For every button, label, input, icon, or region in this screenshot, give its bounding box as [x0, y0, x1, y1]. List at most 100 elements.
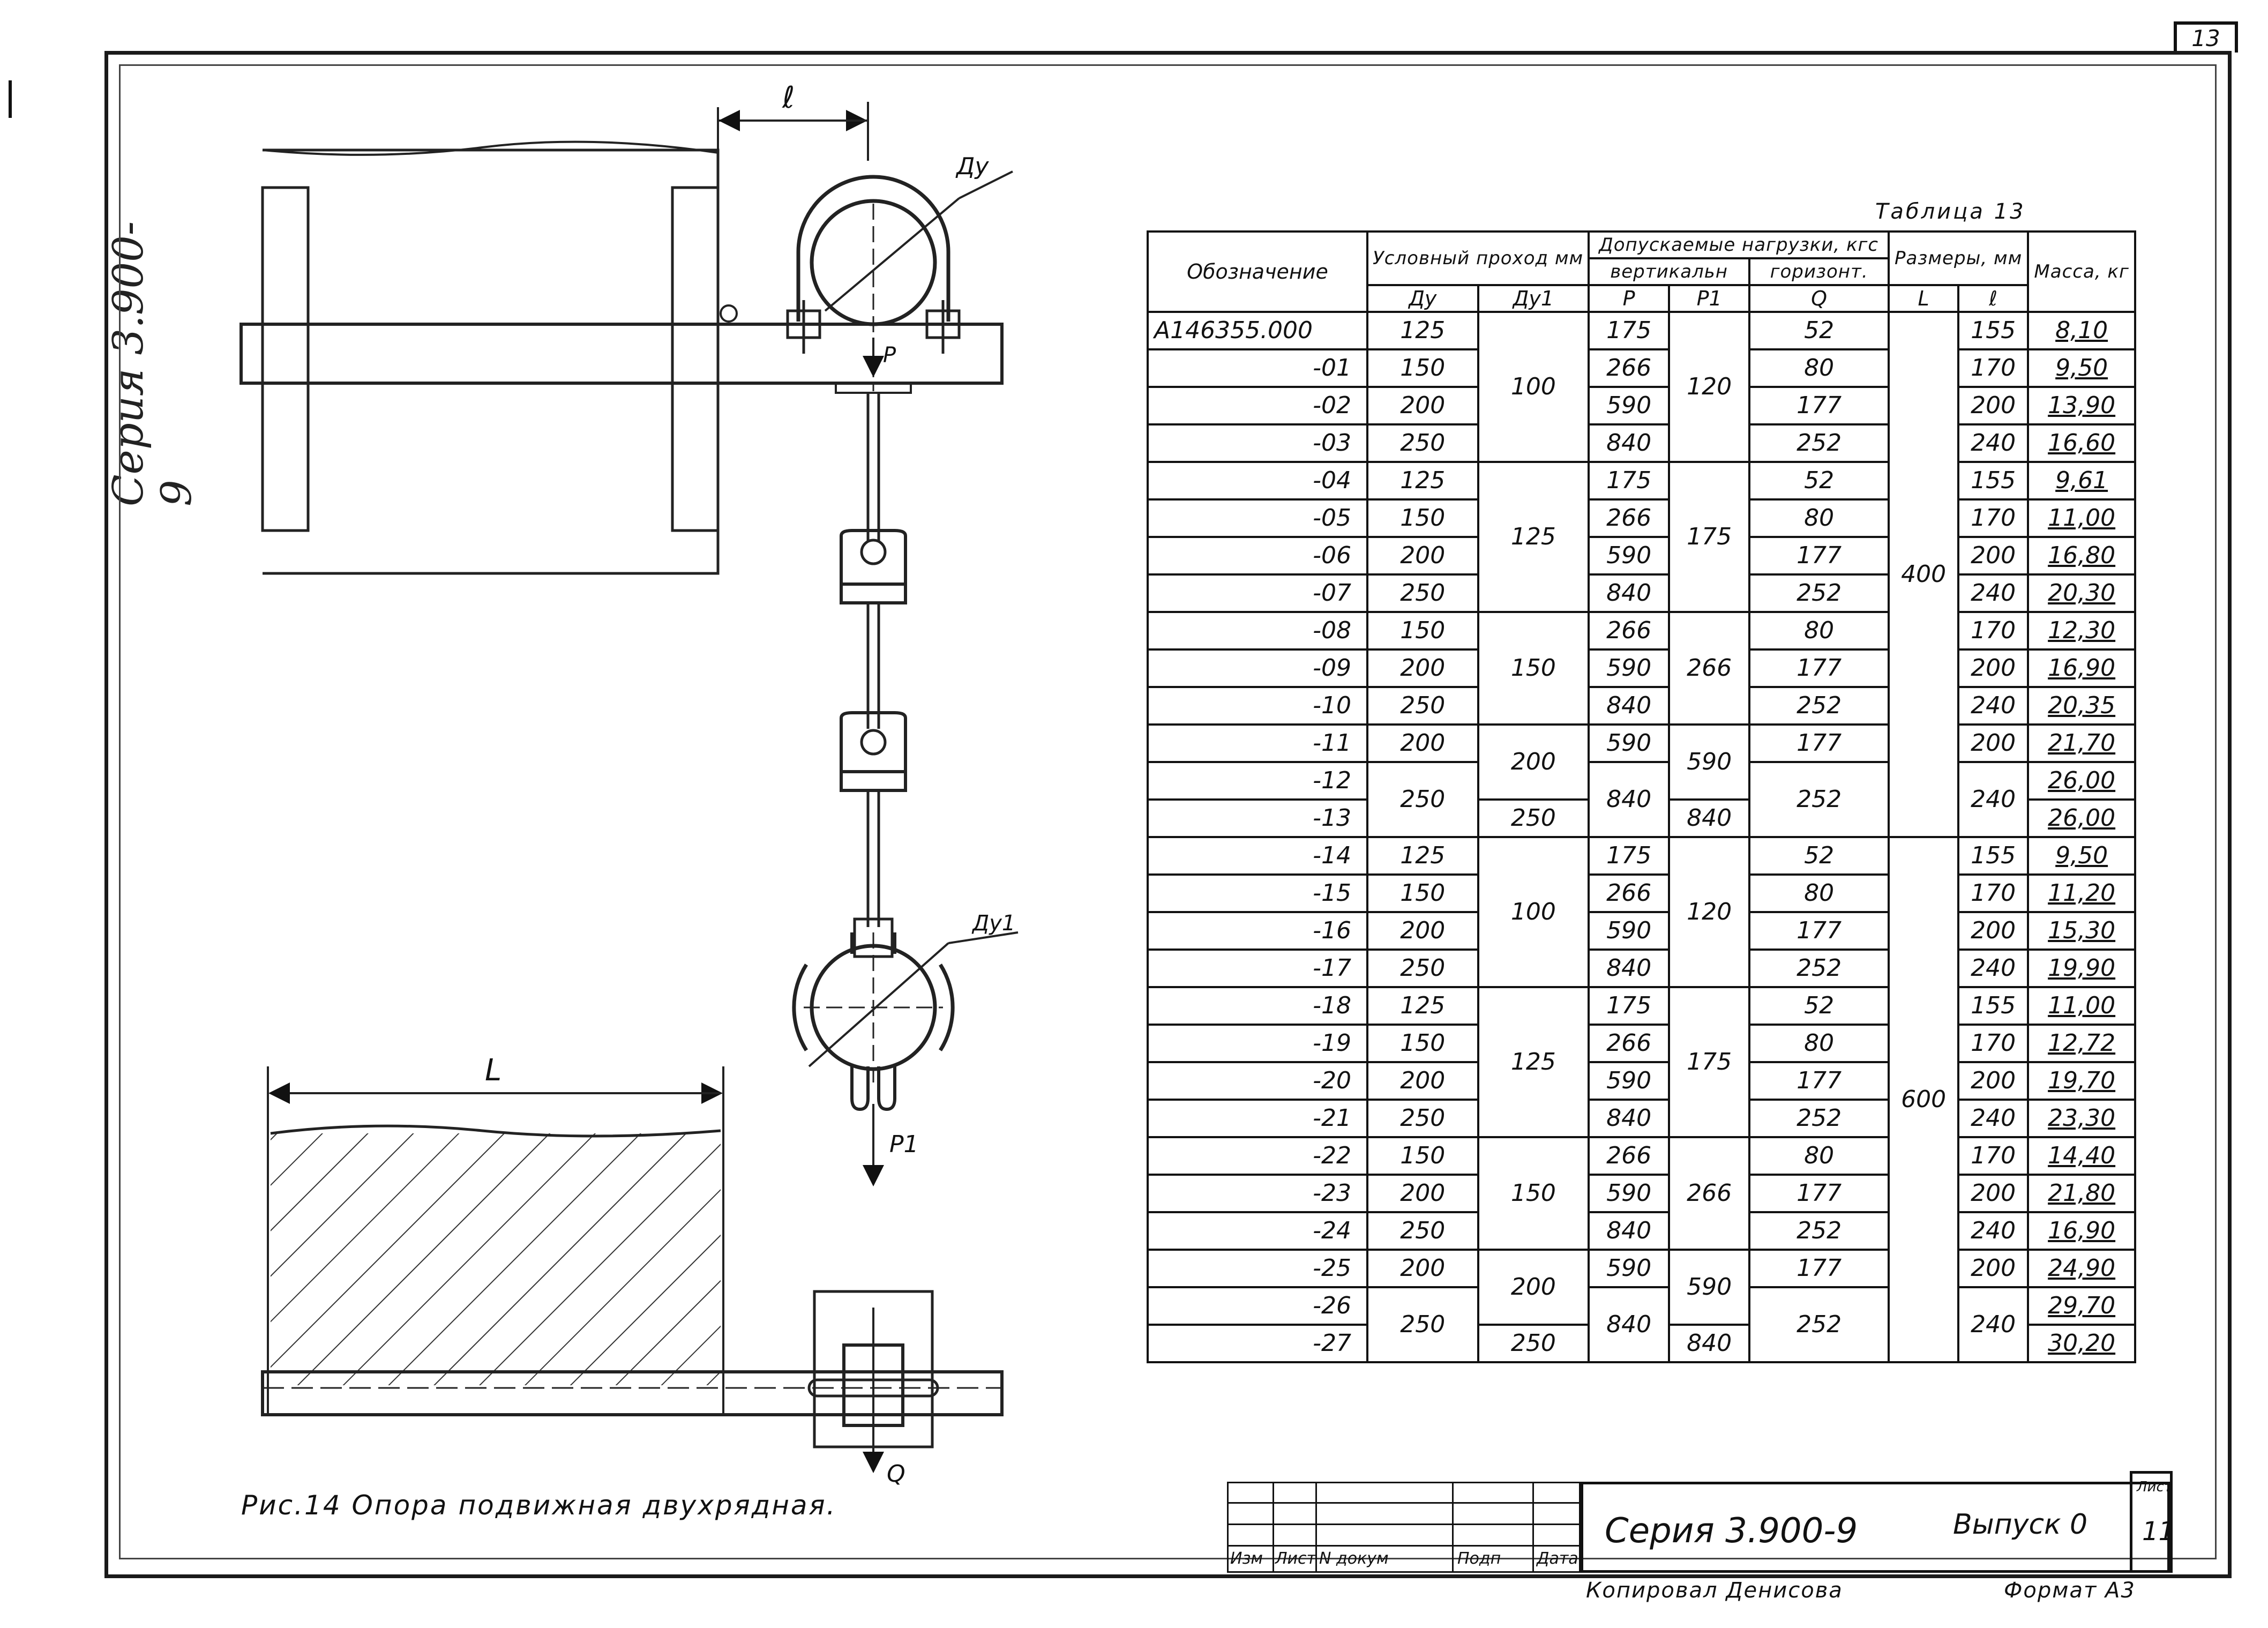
- cell-des: -14: [1147, 836, 1368, 876]
- header-q: Q: [1748, 284, 1890, 313]
- cell-q: 52: [1748, 461, 1890, 501]
- cell-q: 252: [1748, 686, 1890, 726]
- cell-dy: 250: [1366, 1099, 1479, 1138]
- cell-l: 200: [1957, 1174, 2030, 1213]
- cell-l: 240: [1957, 686, 2030, 726]
- cell-p1: 266: [1668, 1136, 1751, 1251]
- hatched-slab: [271, 1133, 721, 1385]
- cell-q: 177: [1748, 723, 1890, 763]
- cell-dy1: 100: [1477, 311, 1590, 463]
- cell-des: -19: [1147, 1024, 1368, 1063]
- header-allowable-loads: Допускаемые нагрузки, кгс: [1588, 230, 1890, 259]
- label-p: P: [883, 343, 896, 368]
- spec-table: Обозначение Условный проход мм Допускаем…: [1147, 230, 2137, 1363]
- cell-des: А146355.000: [1147, 311, 1368, 350]
- cell-dy: 125: [1366, 461, 1479, 501]
- cell-p: 266: [1588, 1136, 1671, 1176]
- cell-p1: 120: [1668, 311, 1751, 463]
- cell-des: -26: [1147, 1286, 1368, 1326]
- cell-dy: 250: [1366, 761, 1479, 838]
- cell-q: 177: [1748, 648, 1890, 688]
- cell-m: 23,30: [2027, 1099, 2137, 1138]
- cell-l: 200: [1957, 536, 2030, 576]
- cell-m: 21,70: [2027, 723, 2137, 763]
- cell-l: 170: [1957, 1024, 2030, 1063]
- header-L: L: [1888, 284, 1960, 313]
- cell-q: 80: [1748, 873, 1890, 913]
- cell-dy: 250: [1366, 949, 1479, 988]
- cell-des: -20: [1147, 1061, 1368, 1101]
- cell-p1: 590: [1668, 1249, 1751, 1326]
- cell-m: 26,00: [2027, 761, 2137, 801]
- cell-des: -04: [1147, 461, 1368, 501]
- cell-des: -01: [1147, 348, 1368, 388]
- header-p: P: [1588, 284, 1671, 313]
- cell-l: 240: [1957, 573, 2030, 613]
- cell-des: -11: [1147, 723, 1368, 763]
- flange-right: [671, 186, 720, 532]
- base-beam: [261, 1370, 1004, 1416]
- label-p1: P1: [889, 1131, 919, 1158]
- cell-dy: 200: [1366, 1061, 1479, 1101]
- figure-caption: Рис.14 Опора подвижная двухрядная.: [241, 1490, 837, 1521]
- cell-dy1: 250: [1477, 798, 1590, 838]
- cell-dy: 150: [1366, 498, 1479, 538]
- cell-des: -13: [1147, 798, 1368, 838]
- cell-des: -10: [1147, 686, 1368, 726]
- cell-dy1: 200: [1477, 723, 1590, 801]
- cell-dy1: 150: [1477, 1136, 1590, 1251]
- cell-dy: 200: [1366, 386, 1479, 425]
- cell-q: 80: [1748, 498, 1890, 538]
- cell-m: 12,72: [2027, 1024, 2137, 1063]
- corner-sheet-number: 13: [2174, 21, 2238, 53]
- cell-p: 840: [1588, 1286, 1671, 1363]
- cell-p: 590: [1588, 648, 1671, 688]
- cell-m: 12,30: [2027, 611, 2137, 651]
- cell-q: 80: [1748, 348, 1890, 388]
- cell-des: -21: [1147, 1099, 1368, 1138]
- cell-p: 590: [1588, 1174, 1671, 1213]
- cell-q: 252: [1748, 1286, 1890, 1363]
- issue-number: Выпуск 0: [1953, 1508, 2088, 1541]
- cell-dy: 200: [1366, 1174, 1479, 1213]
- sheet-number: 11: [2142, 1517, 2175, 1547]
- cell-l: 200: [1957, 1249, 2030, 1288]
- cell-q: 177: [1748, 1061, 1890, 1101]
- cell-m: 19,90: [2027, 949, 2137, 988]
- cell-l: 170: [1957, 873, 2030, 913]
- binding-mark: [9, 80, 12, 118]
- cell-m: 9,50: [2027, 348, 2137, 388]
- cell-des: -15: [1147, 873, 1368, 913]
- cell-q: 252: [1748, 573, 1890, 613]
- cell-q: 252: [1748, 761, 1890, 838]
- cell-p: 840: [1588, 761, 1671, 838]
- copied-by: Копировал Денисова: [1586, 1578, 1843, 1603]
- header-dy1: Ду1: [1477, 284, 1590, 313]
- cell-p: 590: [1588, 386, 1671, 425]
- cell-L: 400: [1888, 311, 1960, 838]
- cell-p1: 590: [1668, 723, 1751, 801]
- cell-l: 240: [1957, 949, 2030, 988]
- cell-l: 240: [1957, 1099, 2030, 1138]
- cell-m: 21,80: [2027, 1174, 2137, 1213]
- cell-p: 175: [1588, 461, 1671, 501]
- cell-des: -25: [1147, 1249, 1368, 1288]
- cell-dy1: 125: [1477, 461, 1590, 613]
- cell-dy1: 250: [1477, 1324, 1590, 1363]
- cell-des: -17: [1147, 949, 1368, 988]
- cell-dy: 150: [1366, 1024, 1479, 1063]
- cell-p: 840: [1588, 573, 1671, 613]
- cell-des: -16: [1147, 911, 1368, 951]
- cell-p: 590: [1588, 911, 1671, 951]
- cell-des: -03: [1147, 423, 1368, 463]
- label-date: Дата: [1537, 1549, 1578, 1568]
- cell-m: 26,00: [2027, 798, 2137, 838]
